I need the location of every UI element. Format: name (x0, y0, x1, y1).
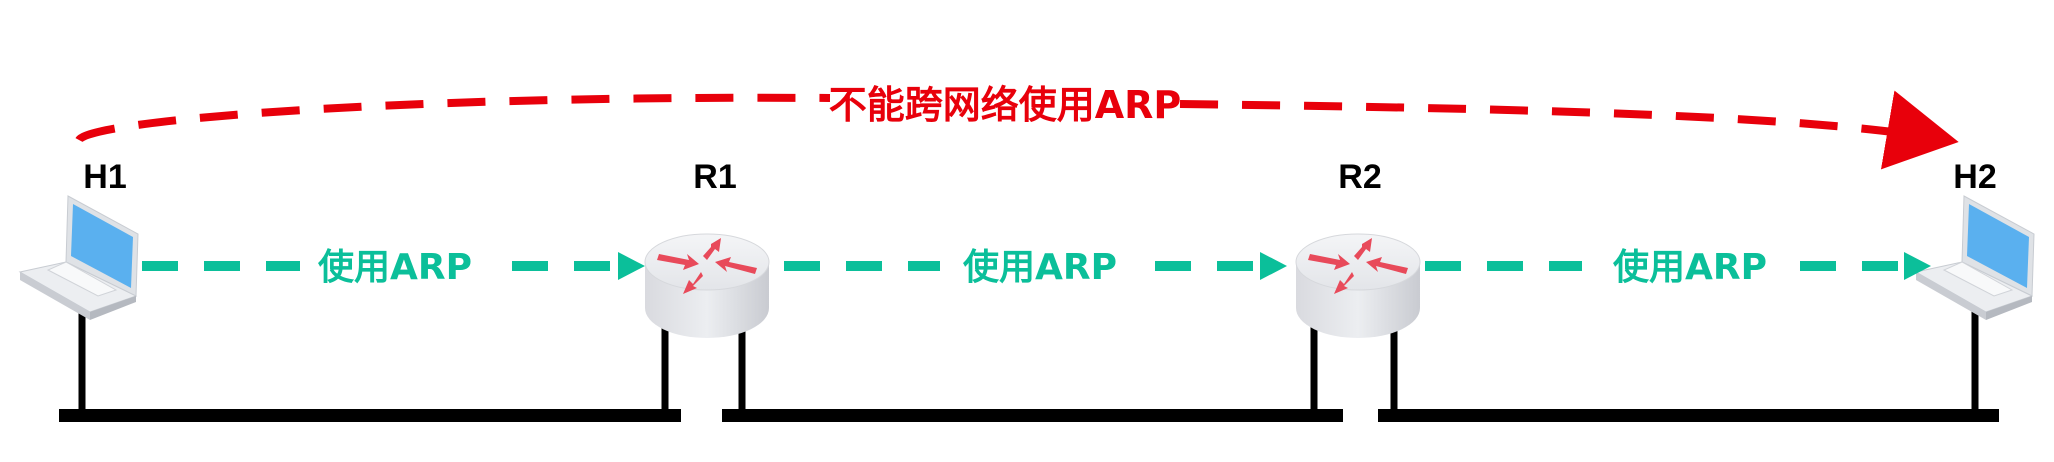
network-bus-2 (722, 409, 1343, 422)
arp-link-1-label: 使用ARP (318, 247, 472, 288)
laptop-h1-icon (19, 195, 139, 321)
node-label-h2: H2 (1953, 158, 1996, 196)
arp-link-1-arrowhead (618, 252, 645, 280)
laptop-h2-icon (1915, 195, 2035, 321)
cross-network-label: 不能跨网络使用ARP (829, 83, 1182, 127)
arp-link-3-arrowhead (1904, 252, 1931, 280)
arp-link-2-label: 使用ARP (963, 247, 1117, 288)
router-r1-icon (644, 233, 770, 339)
arp-link-2-arrowhead (1260, 252, 1287, 280)
arp-link-3-label: 使用ARP (1613, 247, 1767, 288)
node-label-r1: R1 (693, 158, 736, 196)
network-bus-1 (59, 409, 681, 422)
cross-network-arrow (75, 98, 1935, 140)
node-label-h1: H1 (83, 158, 126, 196)
node-label-r2: R2 (1338, 158, 1381, 196)
network-bus-3 (1378, 409, 1999, 422)
router-r2-icon (1295, 233, 1421, 339)
